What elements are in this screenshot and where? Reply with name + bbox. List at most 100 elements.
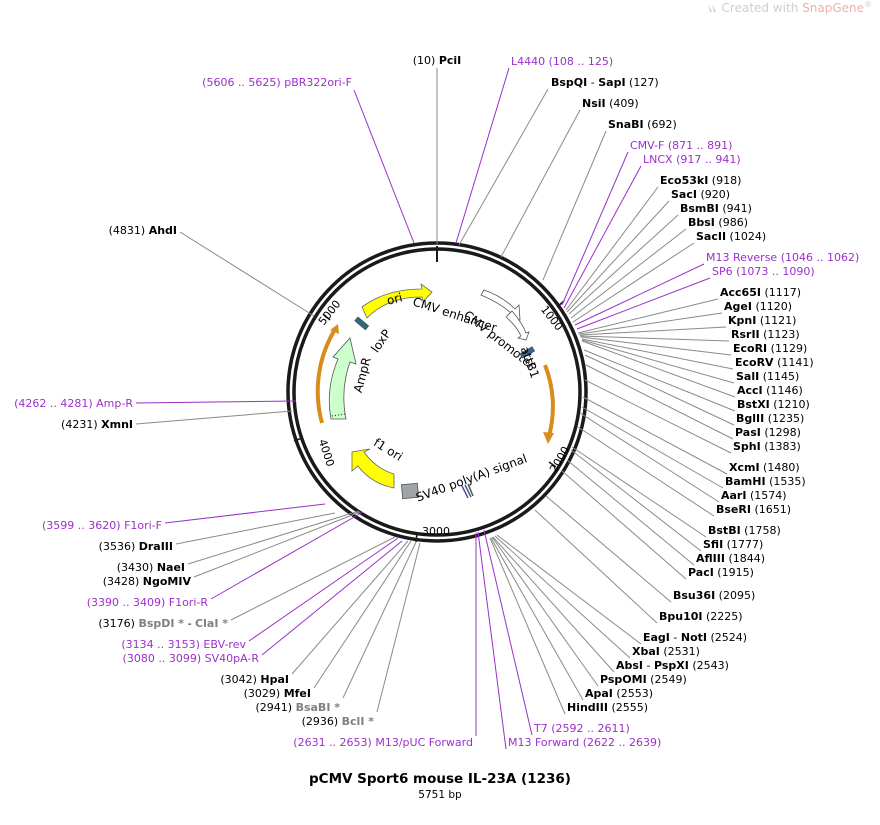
site-label-bspdi: (3176) BspDI * - ClaI * <box>98 617 228 630</box>
leader-aari <box>579 412 720 503</box>
leader-lncx <box>563 165 642 309</box>
leader-eco53ki <box>565 186 659 311</box>
site-label-m13-reverse: M13 Reverse (1046 .. 1062) <box>706 251 859 264</box>
site-label-ngomiv: (3428) NgoMIV <box>103 575 192 588</box>
site-label-bcli: (2936) BclI * <box>302 715 375 728</box>
site-label-m13-forward: M13 Forward (2622 .. 2639) <box>508 736 661 749</box>
site-label-cmv-f: CMV-F (871 .. 891) <box>630 139 732 152</box>
site-label-agei: AgeI (1120) <box>724 300 792 313</box>
ampr-dots <box>331 413 346 417</box>
feature-f1-ori-body <box>351 448 395 489</box>
leader-bstbi <box>571 446 707 538</box>
leader-ecorv <box>581 338 734 370</box>
feature-label-loxp: loxP <box>368 327 394 355</box>
site-label-bamhi: BamHI (1535) <box>725 475 806 488</box>
ruler-label-4000: 4000 <box>316 438 337 469</box>
site-label-absi: AbsI - PspXI (2543) <box>616 659 729 672</box>
leader-ebv-rev <box>248 537 399 642</box>
leader-acc65i <box>577 298 719 334</box>
ruler: 1000 2000 3000 4000 5000 <box>293 298 572 543</box>
site-label-afliii: AflIII (1844) <box>696 552 765 565</box>
leader-bglii <box>584 354 735 426</box>
site-label-xcmi: XcmI (1480) <box>729 461 800 474</box>
site-label-ecori: EcoRI (1129) <box>733 342 807 355</box>
site-label-nsii: NsiI (409) <box>582 97 639 110</box>
feature-label-f1-ori: f1 ori <box>371 435 405 463</box>
leader-sp6 <box>576 277 711 330</box>
leader-bbsi <box>570 228 687 319</box>
leader-paci <box>561 470 687 580</box>
snapgene-logo-icon <box>707 4 716 12</box>
site-label-ebv-rev: (3134 .. 3153) EBV-rev <box>121 638 246 651</box>
site-label-bseri: BseRI (1651) <box>716 503 791 516</box>
leader-bsu36i <box>545 495 672 603</box>
leader-bspdi <box>230 536 396 621</box>
feature-cmv-enhancer <box>480 289 521 321</box>
plasmid-length: 5751 bp <box>418 789 462 801</box>
site-label-pbr322ori-f: (5606 .. 5625) pBR322ori-F <box>202 76 352 89</box>
leader-t7 <box>483 529 533 736</box>
leader-m13-forward <box>477 531 507 750</box>
site-label-sacii: SacII (1024) <box>696 230 766 243</box>
leader-l4440 <box>455 67 510 244</box>
site-label-saci: SacI (920) <box>671 188 730 201</box>
snapgene-watermark: Created with SnapGene® <box>707 0 872 15</box>
leader-cmv-f <box>561 151 629 306</box>
leader-xcmi <box>582 396 728 475</box>
site-label-xmni: (4231) XmnI <box>61 418 133 431</box>
site-label-sp6: SP6 (1073 .. 1090) <box>712 265 815 278</box>
feature-attb1 <box>519 346 536 359</box>
site-label-bspqi: BspQI - SapI (127) <box>551 76 659 89</box>
leader-bamhi <box>581 406 724 489</box>
leader-hpai <box>291 540 409 675</box>
site-label-acci: AccI (1146) <box>737 384 803 397</box>
watermark-brand: SnapGene <box>802 1 864 15</box>
leader-naei <box>187 510 360 565</box>
leader-snabi <box>542 130 607 281</box>
site-label-hindiii: HindIII (2555) <box>567 701 648 714</box>
site-label-l4440: L4440 (108 .. 125) <box>511 55 613 68</box>
site-label-sfii: SfiI (1777) <box>703 538 763 551</box>
site-label-pcii: (10) PciI <box>413 54 462 67</box>
leader-pbr322ori-f <box>353 89 415 244</box>
feature-label-ori: ori <box>385 290 404 307</box>
site-label-bpu10i: Bpu10I (2225) <box>659 610 743 623</box>
site-label-sv40pa-r: (3080 .. 3099) SV40pA-R <box>123 652 260 665</box>
orf-arc-left <box>315 329 336 424</box>
site-label-acc65i: Acc65I (1117) <box>720 286 801 299</box>
site-label-bbsi: BbsI (986) <box>688 216 748 229</box>
site-label-naei: (3430) NaeI <box>117 561 185 574</box>
leader-f1ori-f <box>164 503 326 524</box>
site-label-f1ori-f: (3599 .. 3620) F1ori-F <box>42 519 162 532</box>
feature-cmv-promoter <box>505 310 530 341</box>
site-label-paci: PacI (1915) <box>688 566 754 579</box>
leader-bsmbi <box>568 214 679 315</box>
polya-marks <box>461 483 474 499</box>
leader-afliii <box>566 459 695 566</box>
leader-mfei <box>313 540 412 689</box>
site-label-snabi: SnaBI (692) <box>608 118 677 131</box>
leader-rsrii <box>579 335 730 342</box>
watermark-mark: ® <box>864 0 872 9</box>
leader-agei <box>578 312 723 335</box>
leader-bsabi <box>342 541 417 699</box>
site-label-sali: SalI (1145) <box>736 370 799 383</box>
ruler-label-3000: 3000 <box>422 525 450 538</box>
orf-arc-right <box>543 364 555 437</box>
leader-bseri <box>577 426 715 517</box>
site-label-bsabi: (2941) BsaBI * <box>256 701 341 714</box>
site-label-f1ori-r: (3390 .. 3409) F1ori-R <box>87 596 209 609</box>
site-label-bsmbi: BsmBI (941) <box>680 202 752 215</box>
leader-m13-reverse <box>574 263 705 326</box>
feature-loxp <box>354 316 370 331</box>
site-label-draiii: (3536) DraIII <box>99 540 173 553</box>
leader-eagi <box>496 534 642 645</box>
leader-bcli <box>376 542 421 713</box>
leader-ecori <box>580 336 732 356</box>
leader-pasi <box>585 364 734 440</box>
plasmid-title: pCMV Sport6 mouse IL-23A (1236) <box>309 771 571 787</box>
feature-ori <box>361 283 433 319</box>
leader-sacii <box>572 242 695 323</box>
site-label-amp-r: (4262 .. 4281) Amp-R <box>14 397 133 410</box>
feature-sv40-polya <box>400 482 420 500</box>
